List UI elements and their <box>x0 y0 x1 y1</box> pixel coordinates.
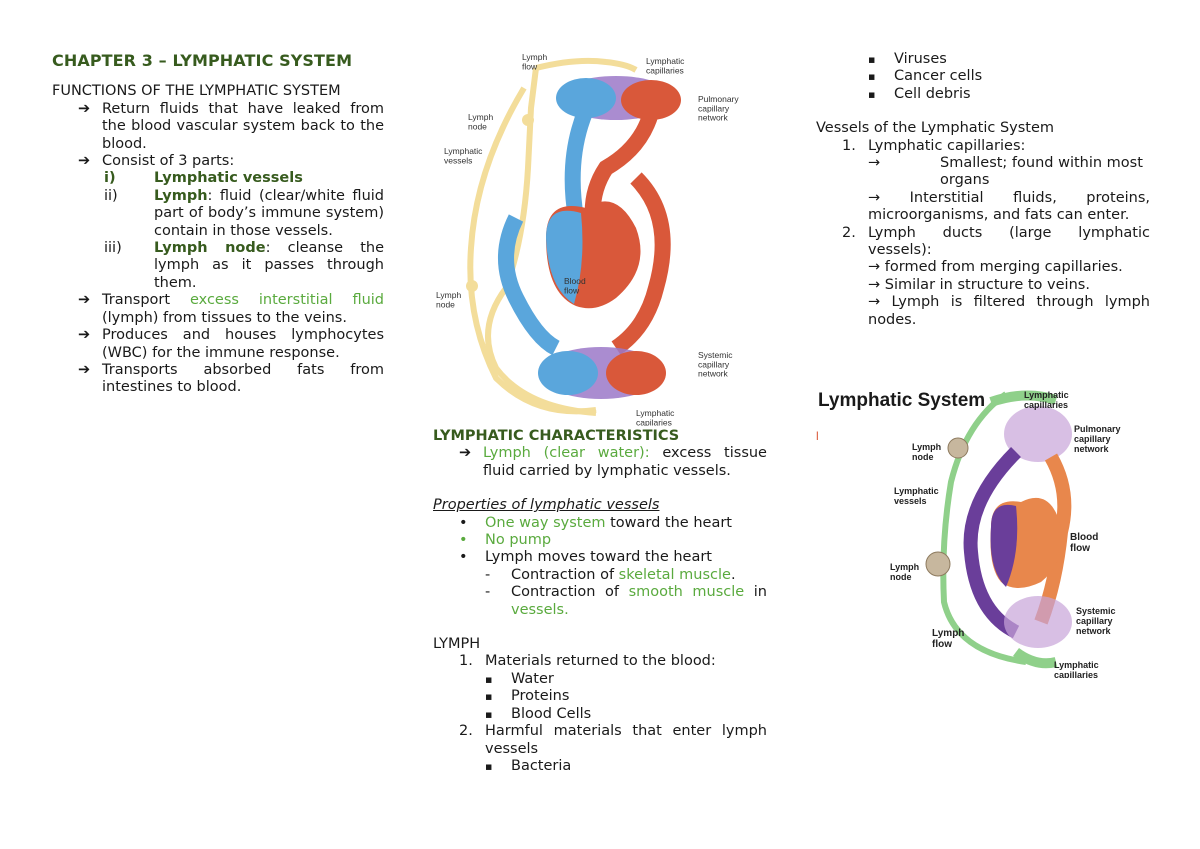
square-bullet-icon: ▪ <box>868 70 876 84</box>
square-bullet-icon: ▪ <box>868 87 876 101</box>
round-bullet-icon: • <box>459 532 468 549</box>
list-item: 2. Harmful materials that enter lymph ve… <box>459 723 767 757</box>
systemic-artery-shape <box>606 351 666 395</box>
list-item: • Lymph moves toward the heart <box>433 549 767 566</box>
small-arrow-icon: → <box>868 259 881 276</box>
list-item: 1. Materials returned to the blood: <box>459 653 716 670</box>
lymph-vessel-outer <box>467 86 597 415</box>
list-item: ▪ Blood Cells <box>433 706 767 723</box>
arrow-bullet-icon: ➔ <box>459 445 472 462</box>
lymph-capillary-bottom <box>1013 647 1058 669</box>
small-arrow-icon: → <box>868 276 881 293</box>
column-left: CHAPTER 3 – LYMPHATIC SYSTEM FUNCTIONS O… <box>52 52 384 397</box>
small-arrow-icon: → <box>868 189 881 206</box>
list-item: ➔ Transport excess interstitial fluid (l… <box>52 292 384 327</box>
list-item: ▪ Viruses <box>816 51 1150 68</box>
lymph-vessel <box>940 391 1027 665</box>
list-item: ▪ Cancer cells <box>816 68 1150 85</box>
square-bullet-icon: ▪ <box>485 672 493 686</box>
lymph-capillary-top <box>989 390 1058 407</box>
properties-heading: Properties of lymphatic vessels <box>433 497 660 514</box>
systemic-network-shape <box>1004 596 1072 648</box>
heart-right-side-shape <box>990 504 1018 587</box>
list-item: ➔ Transports absorbed fats from intestin… <box>52 362 384 397</box>
list-item: i) Lymphatic vessels <box>104 170 303 187</box>
list-item: ▪ Cell debris <box>816 86 1150 103</box>
chapter-title: CHAPTER 3 – LYMPHATIC SYSTEM <box>52 51 353 70</box>
vein-vessel-lower <box>498 214 560 356</box>
arrow-bullet-icon: ➔ <box>78 292 91 309</box>
square-bullet-icon: ▪ <box>485 707 493 721</box>
column-right: ▪ Viruses ▪ Cancer cells ▪ Cell debris V… <box>816 51 1150 329</box>
list-item: - Contraction of skeletal muscle. <box>485 566 736 583</box>
square-bullet-icon: ▪ <box>868 53 876 66</box>
arrow-bullet-icon: ➔ <box>78 153 91 170</box>
vessels-heading: Vessels of the Lymphatic System <box>816 120 1055 137</box>
svg-text:l: l <box>816 429 819 443</box>
lymph-node-shape <box>522 114 534 126</box>
list-item: ➔ Consist of 3 parts: <box>52 153 384 170</box>
lymph-node-shape <box>947 437 969 459</box>
round-bullet-icon: • <box>459 514 468 531</box>
heart-right-side-shape <box>546 210 583 304</box>
pulmonary-network-shape <box>1004 406 1072 462</box>
list-item: ▪ Water <box>433 671 767 688</box>
lymph-heading: LYMPH <box>433 636 481 653</box>
arrow-bullet-icon: ➔ <box>78 100 91 117</box>
list-item: ▪ Bacteria <box>433 758 767 775</box>
arrow-bullet-icon: ➔ <box>78 327 91 344</box>
characteristics-heading: LYMPHATIC CHARACTERISTICS <box>433 428 680 444</box>
pulmonary-vein-shape <box>556 78 616 118</box>
list-item: 2. Lymph ducts (large lymphatic vessels)… <box>842 224 1150 328</box>
column-middle: LYMPHATIC CHARACTERISTICS ➔ Lymph (clear… <box>433 428 767 775</box>
square-bullet-icon: ▪ <box>485 690 493 704</box>
functions-heading: FUNCTIONS OF THE LYMPHATIC SYSTEM <box>52 83 341 100</box>
list-item: • One way system toward the heart <box>433 515 767 532</box>
list-item: - Contraction of smooth muscle in vessel… <box>485 584 767 618</box>
arrow-bullet-icon: ➔ <box>78 361 91 378</box>
list-item: ➔ Return fluids that have leaked from th… <box>52 101 384 153</box>
list-item: iii) Lymph node: cleanse the lymph as it… <box>104 240 384 291</box>
small-arrow-icon: → <box>868 294 881 311</box>
figure-title: Lymphatic System <box>818 390 985 411</box>
list-item: ▪ Proteins <box>433 688 767 705</box>
systemic-vein-shape <box>538 351 598 395</box>
artery-vessel-lower <box>611 172 671 355</box>
list-item: ➔ Lymph (clear water): excess tissue flu… <box>433 445 767 480</box>
lymph-node-shape <box>925 551 951 577</box>
small-arrow-icon: → <box>868 155 881 172</box>
list-item: ii) Lymph: fluid (clear/white fluid part… <box>104 187 384 239</box>
list-item: • No pump <box>433 532 767 549</box>
round-bullet-icon: • <box>459 549 468 566</box>
square-bullet-icon: ▪ <box>485 759 493 773</box>
lymph-node-shape <box>466 280 478 292</box>
lymph-vessel-top <box>535 57 638 73</box>
list-item: 1. Lymphatic capillaries: →Smallest; fou… <box>842 137 1151 224</box>
list-item: ➔ Produces and houses lymphocytes (WBC) … <box>52 327 384 362</box>
pulmonary-artery-shape <box>621 80 681 120</box>
vein-vessel <box>963 447 1021 639</box>
